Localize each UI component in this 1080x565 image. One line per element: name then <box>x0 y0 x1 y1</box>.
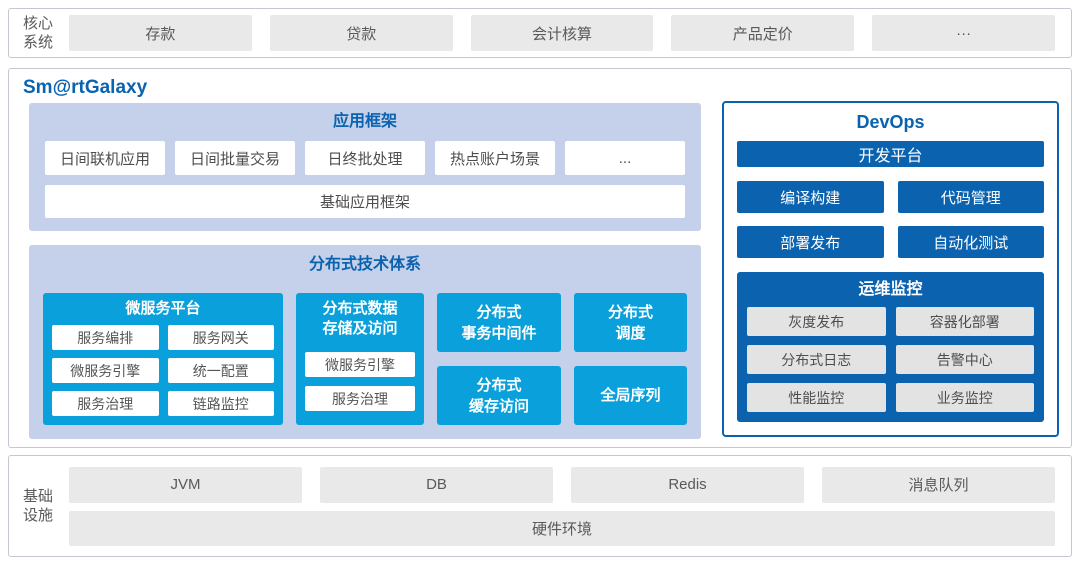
app-framework-title: 应用框架 <box>332 113 397 130</box>
devops-panel: DevOps 开发平台 编译构建 代码管理 部署发布 自动化测试 运维监控 灰度… <box>722 101 1059 437</box>
ds-microservice-engine: 微服务引擎 <box>305 352 415 377</box>
devops-tools-grid: 编译构建 代码管理 部署发布 自动化测试 <box>737 181 1044 258</box>
container-deployment: 容器化部署 <box>895 307 1034 336</box>
infrastructure-band: 基础 设施 JVM DB Redis 消息队列 硬件环境 <box>8 455 1072 557</box>
base-app-framework: 基础应用框架 <box>45 185 685 218</box>
ds-service-governance: 服务治理 <box>305 386 415 411</box>
distributed-logging: 分布式日志 <box>747 345 886 374</box>
infra-jvm: JVM <box>69 466 303 503</box>
automated-testing-block: 自动化测试 <box>897 226 1044 258</box>
core-system-ellipsis: ··· <box>872 15 1055 51</box>
hardware-environment: 硬件环境 <box>69 510 1055 546</box>
infra-message-queue: 消息队列 <box>822 466 1056 503</box>
deploy-release-block: 部署发布 <box>737 226 884 258</box>
service-orchestration: 服务编排 <box>52 325 159 350</box>
microservice-platform-block: 微服务平台 服务编排 服务网关 微服务引擎 统一配置 服务治理 链路监控 <box>43 293 283 425</box>
app-daytime-online: 日间联机应用 <box>45 141 165 175</box>
app-framework-row: 日间联机应用 日间批量交易 日终批处理 热点账户场景 ... <box>45 141 685 175</box>
smartgalaxy-title: Sm@rtGalaxy <box>23 77 148 98</box>
link-monitoring: 链路监控 <box>167 391 274 416</box>
app-daytime-batch: 日间批量交易 <box>175 141 295 175</box>
app-eod-batch: 日终批处理 <box>305 141 425 175</box>
data-storage-title: 分布式数据 存储及访问 <box>322 300 398 337</box>
business-monitoring: 业务监控 <box>895 383 1034 412</box>
service-gateway: 服务网关 <box>167 325 274 350</box>
data-storage-block: 分布式数据 存储及访问 微服务引擎 服务治理 <box>296 293 424 425</box>
service-governance: 服务治理 <box>52 391 159 416</box>
ops-monitoring-grid: 灰度发布 容器化部署 分布式日志 告警中心 性能监控 业务监控 <box>747 307 1034 412</box>
distributed-tech-title: 分布式技术体系 <box>308 256 421 273</box>
app-framework-panel: 应用框架 日间联机应用 日间批量交易 日终批处理 热点账户场景 ... 基础应用… <box>29 103 701 231</box>
scheduling-block: 分布式 调度 <box>574 293 687 352</box>
dev-platform-block: 开发平台 <box>737 141 1044 167</box>
code-management-block: 代码管理 <box>897 181 1044 213</box>
microservice-grid: 服务编排 服务网关 微服务引擎 统一配置 服务治理 链路监控 <box>52 325 274 416</box>
unified-config: 统一配置 <box>167 358 274 383</box>
core-system-deposits: 存款 <box>69 15 252 51</box>
infrastructure-label: 基础 设施 <box>23 487 54 525</box>
app-hot-account: 热点账户场景 <box>435 141 555 175</box>
ops-monitoring-title: 运维监控 <box>858 281 923 298</box>
app-ellipsis: ... <box>565 141 685 175</box>
core-systems-row: 存款 贷款 会计核算 产品定价 ··· <box>69 15 1055 51</box>
core-systems-label: 核心 系统 <box>23 14 54 52</box>
infrastructure-row: JVM DB Redis 消息队列 <box>69 466 1056 503</box>
ops-monitoring-block: 运维监控 灰度发布 容器化部署 分布式日志 告警中心 性能监控 业务监控 <box>737 272 1044 422</box>
infra-db: DB <box>320 466 554 503</box>
core-systems-band: 核心 系统 存款 贷款 会计核算 产品定价 ··· <box>8 8 1072 58</box>
core-system-accounting: 会计核算 <box>470 15 654 51</box>
performance-monitoring: 性能监控 <box>747 383 886 412</box>
build-block: 编译构建 <box>737 181 884 213</box>
microservice-platform-title: 微服务平台 <box>125 300 201 317</box>
distributed-tech-panel: 分布式技术体系 微服务平台 服务编排 服务网关 微服务引擎 统一配置 服务治理 … <box>29 245 701 439</box>
microservice-engine: 微服务引擎 <box>52 358 159 383</box>
core-system-pricing: 产品定价 <box>671 15 855 51</box>
middleware-column: 分布式 事务中间件 分布式 缓存访问 <box>437 293 561 425</box>
transaction-middleware-block: 分布式 事务中间件 <box>437 293 561 352</box>
infra-redis: Redis <box>571 466 805 503</box>
smartgalaxy-container: Sm@rtGalaxy 应用框架 日间联机应用 日间批量交易 日终批处理 热点账… <box>8 68 1072 448</box>
cache-access-block: 分布式 缓存访问 <box>437 366 561 425</box>
infrastructure-content: JVM DB Redis 消息队列 硬件环境 <box>69 466 1056 546</box>
devops-title: DevOps <box>856 112 925 132</box>
scheduling-column: 分布式 调度 全局序列 <box>574 293 687 425</box>
alert-center: 告警中心 <box>895 345 1034 374</box>
core-system-loans: 贷款 <box>269 15 453 51</box>
distributed-tech-content: 微服务平台 服务编排 服务网关 微服务引擎 统一配置 服务治理 链路监控 分布式… <box>43 293 687 425</box>
global-sequence-block: 全局序列 <box>574 366 687 425</box>
gray-release: 灰度发布 <box>747 307 886 336</box>
